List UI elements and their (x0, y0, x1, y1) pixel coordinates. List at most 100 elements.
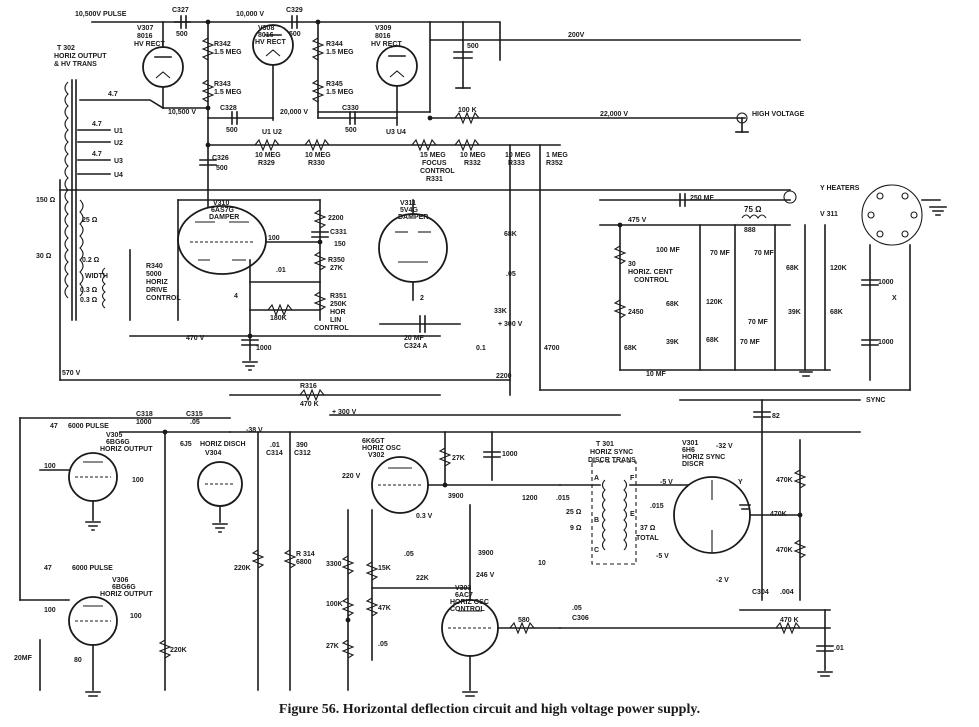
label-u1u2: U1 U2 (262, 129, 282, 136)
label-c315: C315 (186, 411, 203, 418)
label-c327: C327 (172, 7, 189, 14)
label-c314-v: .01 (270, 442, 280, 449)
label-220k-b: 220K (170, 647, 187, 654)
label-25ohm: 25 Ω (82, 217, 98, 224)
resistor-r343 (201, 79, 215, 103)
component-labels: 10,500V PULSE C327 500 10,000 V C329 500… (14, 7, 897, 664)
label-c304: C304 (752, 589, 769, 596)
label-82: 82 (772, 413, 780, 420)
junction-dot (247, 333, 253, 339)
label-15k: 15K (378, 565, 391, 572)
label-c326: C326 (212, 155, 229, 162)
resistor-470k-c (793, 539, 807, 559)
label-x: X (892, 295, 897, 302)
label-570v: 570 V (62, 370, 81, 377)
label-c500-top: 500 (467, 43, 479, 50)
label-r47-a: 4.7 (108, 91, 118, 98)
label-68k-f: 68K (830, 309, 843, 316)
label-c330: C330 (342, 105, 359, 112)
label-c315-v: .05 (190, 419, 200, 426)
label-47k: 47K (378, 605, 391, 612)
label-u1: U1 (114, 128, 123, 135)
ground-symbols (85, 206, 947, 697)
label-u3: U3 (114, 158, 123, 165)
wire-t302-top (79, 99, 165, 110)
label-470v: 470 V (186, 335, 205, 342)
resistor-r331 (411, 138, 437, 152)
label-c329-v: 500 (289, 31, 301, 38)
label-r343: R343 (214, 81, 231, 88)
label-9ohm: 9 Ω (570, 525, 582, 532)
label-r314-v: 6800 (296, 559, 312, 566)
hv-terminal (736, 112, 748, 124)
label-470k-a: 470K (776, 477, 793, 484)
label-70mf-a: 70 MF (710, 250, 731, 257)
label-c306: C306 (572, 615, 589, 622)
label-b: B (594, 517, 599, 524)
label-10500v: 10,500 V (168, 109, 196, 116)
label-c326-v: 500 (216, 165, 228, 172)
label-20mf-2: C324 A (404, 343, 427, 350)
label-3900-b: 3900 (478, 550, 494, 557)
width-coil (101, 267, 106, 309)
label-c01-v310: .01 (276, 267, 286, 274)
label-u4: U4 (114, 172, 123, 179)
gnd-7 (817, 671, 833, 677)
t302-secondary (79, 199, 84, 297)
label-r331-4: R331 (426, 176, 443, 183)
label-r330: R330 (308, 160, 325, 167)
label-r30-2: HORIZ. CENT (628, 269, 673, 276)
label-20000v: 20,000 V (280, 109, 308, 116)
label-r331-1: 15 MEG (420, 152, 446, 159)
label-high: HIGH VOLTAGE (752, 111, 805, 118)
resistor-470k-a (793, 469, 807, 489)
label-100mf: 100 MF (656, 247, 680, 254)
label-01-b: 0.1 (476, 345, 486, 352)
label-470k-d: 470 K (780, 617, 799, 624)
label-r329-v: 10 MEG (255, 152, 281, 159)
label-75ohm: 75 Ω (744, 205, 762, 214)
label-r352: R352 (546, 160, 563, 167)
label-u3u4: U3 U4 (386, 129, 406, 136)
label-22k: 22K (416, 575, 429, 582)
label-27k-b: 27K (326, 643, 339, 650)
label-r333: R333 (508, 160, 525, 167)
label-r47-c: 4.7 (92, 151, 102, 158)
resistor-r345 (311, 79, 325, 103)
label-t302-1: T 302 (57, 45, 75, 52)
label-180k: 180K (270, 315, 287, 322)
label-10: 10 (538, 560, 546, 567)
junction-dot (315, 19, 321, 25)
label-015-a: .015 (556, 495, 570, 502)
label-c306-v: .05 (572, 605, 582, 612)
label-r331-2: FOCUS (422, 160, 447, 167)
label-120k-b: 120K (830, 265, 847, 272)
label-100-b: 100 (132, 477, 144, 484)
label-t302-2: HORIZ OUTPUT (54, 53, 107, 60)
heater-pin-1 (876, 192, 884, 200)
label-c304-v: .004 (780, 589, 794, 596)
label-neg38v: -38 V (246, 427, 263, 434)
label-r345: R345 (326, 81, 343, 88)
label-68k-c: 68K (624, 345, 637, 352)
label-68k-b: 68K (666, 301, 679, 308)
label-150ohm: 150 Ω (36, 197, 56, 204)
label-470k-b: 470K (770, 511, 787, 518)
resistor-3300 (341, 555, 355, 575)
resistor-580 (509, 621, 535, 635)
tube-v307 (142, 46, 184, 88)
label-70mf-b: 70 MF (754, 250, 775, 257)
label-3300: 3300 (326, 561, 342, 568)
t301-primary (601, 479, 606, 551)
gnd-2 (929, 206, 947, 216)
label-r352-v: 1 MEG (546, 152, 568, 159)
resistor-r330 (304, 138, 330, 152)
label-neg5v-a: -5 V (660, 479, 673, 486)
heater-pin-4 (901, 230, 909, 238)
label-neg32v: -32 V (716, 443, 733, 450)
label-27k-a: 27K (452, 455, 465, 462)
